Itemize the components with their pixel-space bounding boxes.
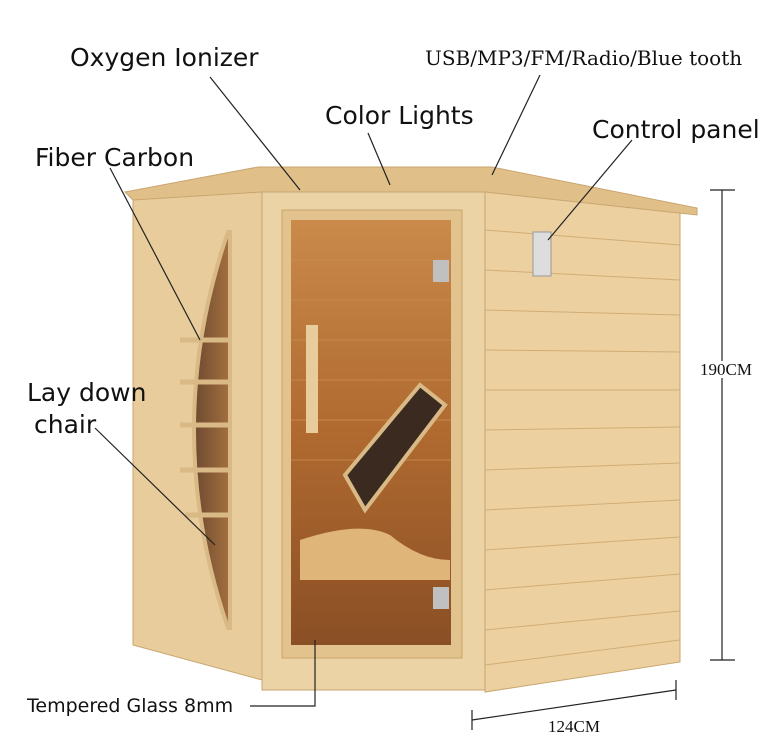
dimension-width: 124CM — [548, 717, 600, 736]
right-wall — [484, 189, 681, 693]
label-fiber-carbon: Fiber Carbon — [35, 143, 195, 172]
control-panel-device — [532, 231, 552, 277]
door-handle — [306, 325, 318, 433]
label-usb-radio: USB/MP3/FM/Radio/Blue tooth — [425, 46, 743, 70]
roof — [123, 166, 698, 216]
label-oxygen-ionizer: Oxygen Ionizer — [70, 43, 259, 72]
label-chair: chair — [34, 410, 97, 439]
label-control-panel: Control panel — [592, 115, 760, 144]
label-lay-down: Lay down — [27, 378, 147, 407]
fiber-carbon-window — [192, 230, 232, 630]
label-color-lights: Color Lights — [325, 101, 474, 130]
dimension-height: 190CM — [700, 360, 752, 379]
lay-down-chair — [300, 528, 450, 580]
infrared-heater — [342, 382, 448, 514]
label-tempered-glass: Tempered Glass 8mm — [27, 695, 234, 717]
